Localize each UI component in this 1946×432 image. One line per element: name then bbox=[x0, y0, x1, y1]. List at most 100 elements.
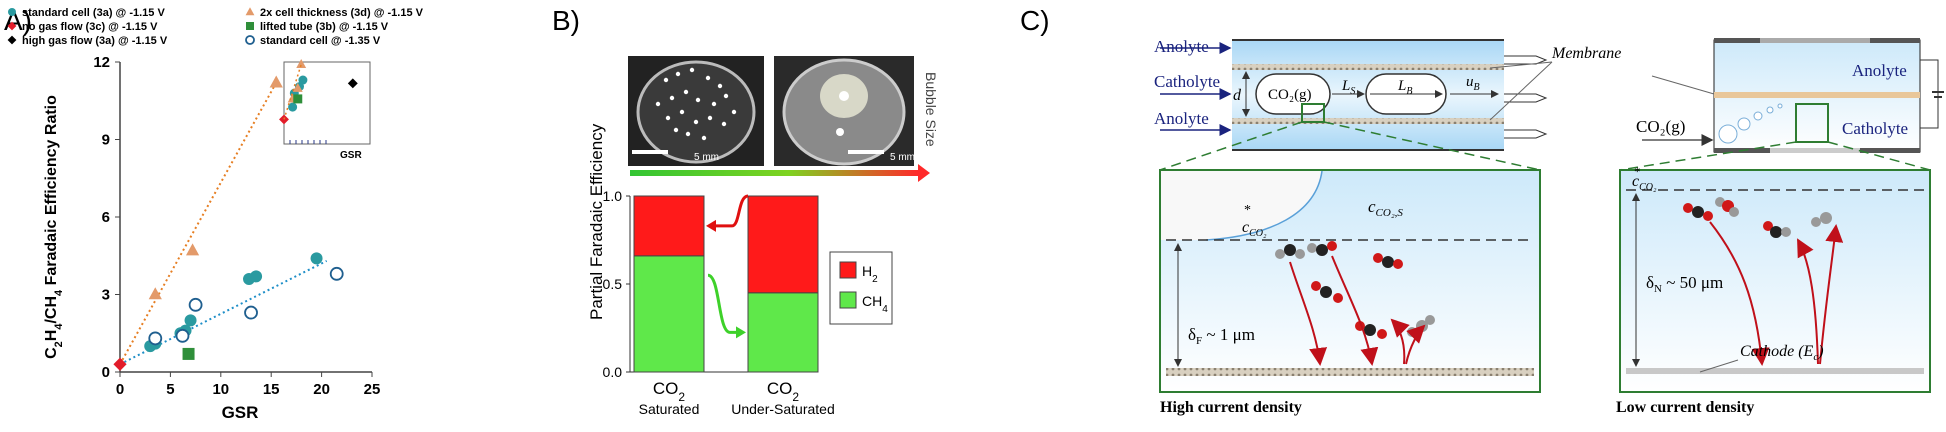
anolyte-label: Anolyte bbox=[1852, 61, 1907, 80]
anolyte-bottom-label: Anolyte bbox=[1154, 109, 1209, 128]
legend: H2 CH4 bbox=[829, 251, 893, 325]
bubble-boundary bbox=[1205, 170, 1323, 241]
molecule-atom bbox=[1382, 256, 1394, 268]
y-tick-label: 0.5 bbox=[603, 276, 623, 292]
data-point bbox=[185, 243, 200, 256]
inset-data-point bbox=[298, 75, 308, 85]
y-tick-label: 3 bbox=[102, 287, 110, 304]
cathode-surface bbox=[1626, 368, 1924, 374]
legend-marker bbox=[245, 35, 255, 45]
zoom-low-current: cCO₂ * δN ~ 50 μm Cathode ( bbox=[1616, 164, 1931, 416]
bubble bbox=[675, 71, 681, 77]
molecule-atom bbox=[1284, 244, 1296, 256]
bubble bbox=[665, 115, 671, 121]
y-axis-label: Partial Faradaic Efficiency bbox=[587, 123, 606, 320]
membrane-leader bbox=[1489, 61, 1553, 121]
product-arrow bbox=[1390, 318, 1410, 365]
product-arrow bbox=[1405, 324, 1426, 365]
inset-data-point bbox=[293, 94, 303, 104]
bar-segment bbox=[747, 292, 819, 373]
zoom-box bbox=[1795, 103, 1829, 143]
legend-label: 2x cell thickness (3d) @ -1.15 V bbox=[260, 7, 424, 19]
category-label: CO2 bbox=[653, 379, 686, 404]
c-star-superscript: * bbox=[1634, 164, 1641, 179]
scale-label: 5 mm bbox=[694, 152, 719, 163]
y-tick-label: 12 bbox=[93, 54, 110, 71]
molecule-atom bbox=[1763, 221, 1773, 231]
category-sublabel: Saturated bbox=[639, 401, 700, 417]
co2-bubble-label: CO₂(g) bbox=[1268, 87, 1312, 103]
molecule-atom bbox=[1770, 226, 1782, 238]
y-tick-label: 0 bbox=[102, 364, 110, 381]
legend-label: standard cell (3a) @ -1.15 V bbox=[22, 7, 165, 19]
y-axis-label: C2H4/CH4 Faradaic Efficiency Ratio bbox=[43, 95, 65, 359]
legend-label: high gas flow (3a) @ -1.15 V bbox=[22, 35, 168, 47]
molecule-atom bbox=[1692, 206, 1704, 218]
cathode-bottom bbox=[1232, 118, 1504, 124]
zoom-connector bbox=[1323, 121, 1541, 171]
flow-cell-diagram: Anolyte Catholyte Anolyte d CO₂(g) LS LB… bbox=[1154, 37, 1621, 151]
ub-label: uB bbox=[1466, 74, 1480, 93]
inset-data-point bbox=[347, 78, 358, 89]
c-star-label: cCO₂ bbox=[1242, 219, 1267, 239]
legend: standard cell (3a) @ -1.15 V 2x cell thic… bbox=[7, 7, 424, 47]
delta-label: δN ~ 50 μm bbox=[1646, 273, 1723, 295]
catholyte-label: Catholyte bbox=[1842, 119, 1908, 138]
molecule-atom bbox=[1393, 259, 1403, 269]
bubble bbox=[1766, 106, 1774, 114]
co2-inlet-label: CO₂(g) bbox=[1636, 117, 1685, 136]
d-label: d bbox=[1233, 87, 1242, 104]
zoom-box bbox=[1301, 103, 1325, 123]
panel-c: C) Anolyte Catholyte Anolyte d CO₂(g) LS bbox=[1020, 0, 1946, 427]
inset-data-point bbox=[292, 82, 303, 92]
molecule-atom bbox=[1683, 203, 1693, 213]
cathode-surface bbox=[1166, 368, 1534, 376]
y-tick-label: 0.0 bbox=[603, 364, 623, 380]
bubble bbox=[705, 75, 711, 81]
molecule-atom bbox=[1320, 286, 1332, 298]
diffusion-arrow bbox=[1289, 261, 1328, 366]
data-point bbox=[148, 331, 163, 346]
bubble bbox=[711, 101, 717, 107]
bar-segment bbox=[633, 195, 705, 257]
legend-label: standard cell @ -1.35 V bbox=[260, 35, 381, 47]
x-tick-label: 20 bbox=[313, 381, 330, 398]
molecule-atom bbox=[1781, 227, 1791, 237]
molecule-atom bbox=[1373, 253, 1383, 263]
c-star-superscript: * bbox=[1244, 203, 1251, 218]
x-tick-label: 10 bbox=[212, 381, 229, 398]
panel-b-label: B) bbox=[552, 5, 580, 36]
membrane bbox=[1714, 92, 1920, 98]
inset-x-label: GSR bbox=[340, 150, 362, 161]
zoom-high-current: cCO₂ * cCO₂,S δF ~ 1 μm bbox=[1159, 169, 1541, 416]
outlet-tube bbox=[1504, 55, 1548, 65]
molecule-atom bbox=[1311, 281, 1321, 291]
membrane-label: Membrane bbox=[1551, 45, 1621, 62]
data-point bbox=[310, 252, 323, 265]
co2-bubble-interface bbox=[1161, 171, 1322, 240]
circuit-wire bbox=[1920, 59, 1939, 129]
bubble bbox=[695, 97, 701, 103]
data-point bbox=[244, 305, 258, 320]
zoom-connector bbox=[1159, 121, 1303, 171]
inset-data-point bbox=[296, 59, 307, 69]
molecule-atom bbox=[1729, 207, 1739, 217]
membrane-leader bbox=[1489, 61, 1553, 69]
cathode-leader bbox=[1699, 359, 1739, 373]
bubble bbox=[1737, 117, 1751, 131]
panel-b-figure: B) 5 mm 5 mm Bubble Size 0.0 bbox=[552, 5, 939, 417]
zoom-connector bbox=[1827, 141, 1931, 171]
co2-molecules bbox=[1683, 197, 1832, 238]
bubble bbox=[1753, 111, 1763, 121]
membrane-leader bbox=[1651, 75, 1715, 95]
legend-label-ch4: CH4 bbox=[862, 293, 888, 315]
legend-marker bbox=[8, 8, 16, 16]
trend-line bbox=[119, 82, 278, 365]
x-axis-label: GSR bbox=[222, 403, 259, 422]
y-tick-label: 6 bbox=[102, 209, 110, 226]
x-tick-label: 15 bbox=[263, 381, 280, 398]
anolyte-top-label: Anolyte bbox=[1154, 37, 1209, 56]
transfer-arrow-ch4 bbox=[707, 273, 742, 334]
molecule-atom bbox=[1820, 212, 1832, 224]
